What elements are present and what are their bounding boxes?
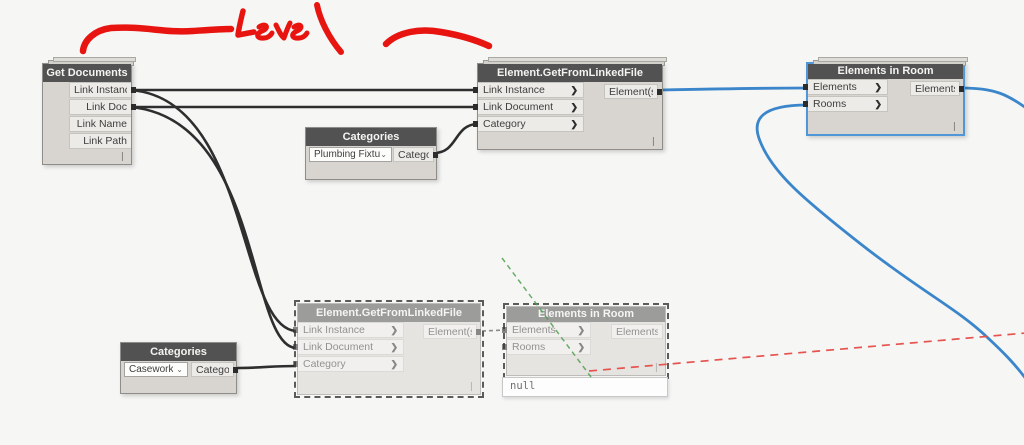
port-label: Link Instance (303, 324, 365, 336)
port-out-link-doc[interactable]: Link Doc (69, 99, 136, 115)
chevron-right-icon: ❯ (577, 324, 585, 335)
node-title[interactable]: Elements in Room (507, 307, 665, 322)
lacing-indicator: | (650, 137, 656, 147)
lacing-indicator: | (653, 363, 659, 373)
port-label: Link Path (83, 135, 127, 147)
node-categories-plumbing[interactable]: Categories Plumbing Fixtures ⌄ Category (305, 127, 438, 180)
port-label: Elements (616, 325, 658, 338)
port-in-link-instance[interactable]: Link Instance ❯ (473, 82, 584, 98)
wire-blue-rooms-input[interactable] (755, 103, 1024, 379)
port-label: Link Name (76, 118, 127, 130)
preview-value: null (510, 380, 536, 392)
node-get-documents[interactable]: Get Documents Link Instance Link Doc Lin… (42, 57, 136, 165)
port-out-category[interactable]: Category (191, 362, 238, 377)
wire-frozen-elements[interactable] (481, 329, 506, 332)
chevron-down-icon: ⌄ (176, 365, 183, 374)
chevron-right-icon: ❯ (874, 81, 882, 92)
port-out-elements[interactable]: Elements (611, 324, 663, 339)
wire-blue-elements-to-room[interactable] (660, 86, 808, 92)
chevron-right-icon: ❯ (570, 101, 578, 112)
wire-category-plumbing[interactable] (433, 122, 479, 155)
node-title[interactable]: Categories (121, 343, 236, 361)
port-label: Link Document (303, 341, 374, 353)
port-out-link-path[interactable]: Link Path (69, 133, 131, 149)
port-label: Rooms (813, 98, 847, 110)
node-get-from-linked-file-bottom-frozen[interactable]: Element.GetFromLinkedFile Link Instance … (293, 300, 484, 398)
node-title[interactable]: Categories (306, 128, 436, 146)
chevron-down-icon: ⌄ (380, 150, 387, 159)
data-preview-bubble: null (502, 377, 668, 397)
node-elements-in-room-bottom-frozen[interactable]: Elements in Room Elements ❯ Rooms ❯ Elem… (502, 303, 669, 379)
chevron-right-icon: ❯ (577, 341, 585, 352)
port-in-link-document[interactable]: Link Document ❯ (293, 339, 404, 355)
wire-linkinstance-to-bottom-node[interactable] (129, 88, 297, 333)
port-label: Element(s) (609, 85, 653, 98)
port-out-elements[interactable]: Element(s) (604, 84, 662, 99)
dropdown-value: Casework (129, 364, 174, 375)
port-label: Link Doc (86, 101, 127, 113)
node-elements-in-room-bottom[interactable]: Elements in Room Elements ❯ Rooms ❯ Elem… (502, 306, 666, 376)
lacing-indicator: | (468, 382, 474, 392)
wire-linkdoc-to-bottom-node[interactable] (129, 105, 297, 350)
node-title[interactable]: Get Documents (43, 64, 131, 82)
port-out-link-name[interactable]: Link Name (69, 116, 131, 132)
wire-blue-elements-out[interactable] (961, 86, 1024, 109)
lacing-indicator: | (951, 122, 957, 132)
port-in-rooms[interactable]: Rooms ❯ (803, 96, 888, 112)
port-label: Category (196, 363, 229, 376)
node-categories-casework[interactable]: Categories Casework ⌄ Category (120, 342, 238, 394)
chevron-right-icon: ❯ (874, 98, 882, 109)
port-out-elements[interactable]: Elements (910, 81, 964, 96)
port-label: Category (483, 118, 526, 130)
port-label: Element(s) (428, 325, 472, 338)
node-title[interactable]: Element.GetFromLinkedFile (478, 64, 662, 82)
port-in-link-instance[interactable]: Link Instance ❯ (293, 322, 404, 338)
chevron-right-icon: ❯ (570, 118, 578, 129)
port-label: Link Document (483, 101, 554, 113)
port-out-category[interactable]: Category (393, 147, 438, 162)
chevron-right-icon: ❯ (390, 358, 398, 369)
node-get-from-linked-file-bottom[interactable]: Element.GetFromLinkedFile Link Instance … (293, 303, 481, 395)
lacing-indicator: | (119, 152, 125, 162)
node-title[interactable]: Element.GetFromLinkedFile (298, 304, 480, 322)
port-label: Rooms (512, 341, 546, 353)
port-in-category[interactable]: Category ❯ (473, 116, 584, 132)
categories-dropdown[interactable]: Casework ⌄ (124, 362, 188, 377)
port-label: Category (303, 358, 346, 370)
port-in-elements[interactable]: Elements ❯ (502, 322, 591, 338)
chevron-right-icon: ❯ (390, 341, 398, 352)
port-label: Elements (813, 81, 857, 93)
node-title[interactable]: Elements in Room (808, 64, 963, 79)
chevron-right-icon: ❯ (390, 324, 398, 335)
categories-dropdown[interactable]: Plumbing Fixtures ⌄ (309, 147, 392, 162)
port-label: Category (398, 148, 429, 161)
port-out-elements[interactable]: Element(s) (423, 324, 481, 339)
port-label: Elements (512, 324, 556, 336)
port-in-elements[interactable]: Elements ❯ (803, 79, 888, 95)
port-label: Elements (915, 82, 955, 95)
port-label: Link Instance (74, 84, 127, 96)
port-out-link-instance[interactable]: Link Instance (69, 82, 136, 98)
wire-category-casework[interactable] (233, 364, 297, 370)
port-in-link-document[interactable]: Link Document ❯ (473, 99, 584, 115)
node-elements-in-room-top[interactable]: Elements in Room Elements ❯ Rooms ❯ Elem… (803, 57, 968, 136)
port-in-category[interactable]: Category ❯ (293, 356, 404, 372)
port-label: Link Instance (483, 84, 545, 96)
chevron-right-icon: ❯ (570, 84, 578, 95)
dropdown-value: Plumbing Fixtures (314, 149, 381, 160)
node-get-from-linked-file-top[interactable]: Element.GetFromLinkedFile Link Instance … (473, 57, 667, 150)
port-in-rooms[interactable]: Rooms ❯ (502, 339, 591, 355)
